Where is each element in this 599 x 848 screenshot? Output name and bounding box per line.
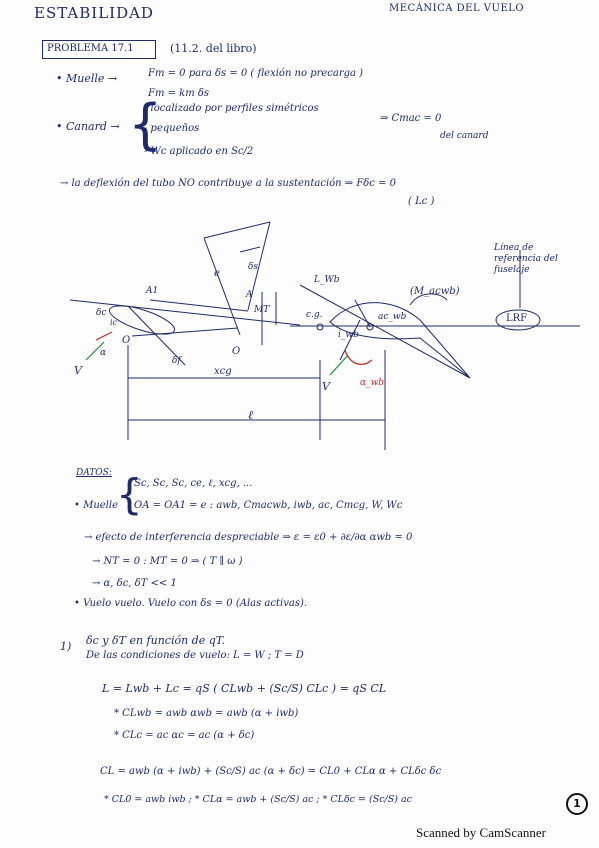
part1-eq-3: * CLc = ac αc = ac (α + δc) xyxy=(114,730,255,741)
part1-eq-4: CL = awb (α + iwb) + (Sc/S) ac (α + δc) … xyxy=(100,766,442,777)
label-e: e xyxy=(214,268,220,279)
velocity-arrow-wing xyxy=(329,354,349,376)
problem-label: PROBLEMA 17.1 xyxy=(47,43,134,54)
wing-chord xyxy=(299,284,471,379)
label-linea-referencia: Línea de referencia del fuselaje xyxy=(494,243,558,275)
label-alpha-wb: α_wb xyxy=(360,378,385,388)
muelle-line-2: Fm = km δs xyxy=(148,88,210,99)
datos-label: DATOS: xyxy=(76,468,112,478)
canard-result-sub: del canard xyxy=(440,131,489,141)
part1-eq-2: * CLwb = awb αwb = awb (α + iwb) xyxy=(114,708,299,719)
alpha-arc xyxy=(344,349,373,365)
part1-eq-5: * CL0 = awb iwb ; * CLα = awb + (Sc/S) a… xyxy=(104,794,412,805)
moment-arrow xyxy=(409,293,448,306)
label-a: A xyxy=(246,290,253,300)
label-a1: A1 xyxy=(146,286,159,296)
canard-item-3: - Wc aplicado en Sc/2 xyxy=(144,146,254,157)
label-v-wing: V xyxy=(322,380,330,393)
datos-vuelo: • Vuelo vuelo. Vuelo con δs = 0 (Alas ac… xyxy=(74,598,308,609)
muelle-label: • Muelle → xyxy=(56,72,118,85)
label-delta-f: δf xyxy=(172,356,181,366)
problem-label-box: PROBLEMA 17.1 xyxy=(42,40,156,59)
ac-point xyxy=(366,323,374,331)
label-cg: c.g. xyxy=(306,310,323,320)
part1-number: 1) xyxy=(60,640,72,653)
datos-efecto: → efecto de interferencia despreciable ⇒… xyxy=(84,532,413,543)
label-ic: ic xyxy=(110,318,118,327)
canard-airfoil xyxy=(109,305,175,335)
arm-ds xyxy=(203,237,241,336)
label-macwb: (M_acwb) xyxy=(410,286,460,297)
arm-oa1 xyxy=(149,299,249,312)
label-o-left: O xyxy=(122,335,131,346)
label-xcg: xcg xyxy=(214,366,232,377)
canard-item-1: - localizado por perfiles simétricos xyxy=(144,103,319,114)
label-l: ℓ xyxy=(248,408,253,422)
label-v-canard: V xyxy=(74,364,82,377)
arm-top xyxy=(203,221,271,239)
deflexion-note: → la deflexión del tubo NO contribuye a … xyxy=(60,178,397,189)
muelle-line-1: Fm = 0 para δs = 0 ( flexión no precarga… xyxy=(148,68,364,79)
label-iwb: i_wb xyxy=(338,330,359,340)
label-delta-c: δc xyxy=(96,308,107,318)
part1-eq-1: L = Lwb + Lc = qS ( CLwb + (Sc/S) CLc ) … xyxy=(102,682,387,695)
label-mt: MT xyxy=(254,305,270,315)
label-lrf: LRF xyxy=(506,313,528,324)
label-acwb: ac_wb xyxy=(378,312,407,322)
datos-nt: → NT = 0 : MT = 0 ⇒ ( T ∥ ω ) xyxy=(92,556,243,567)
page-number: 1 xyxy=(566,793,588,815)
label-delta-s: δs xyxy=(248,262,259,272)
canard-chord xyxy=(127,305,186,366)
velocity-arrow-canard xyxy=(85,341,105,361)
label-lwb: L_Wb xyxy=(314,275,340,285)
subject-title: MECÁNICA DEL VUELO xyxy=(389,3,525,14)
canard-label: • Canard → xyxy=(56,120,120,133)
scanned-watermark: Scanned by CamScanner xyxy=(416,825,546,840)
label-alpha: α xyxy=(100,348,107,358)
page-title: ESTABILIDAD xyxy=(34,4,154,22)
arm-oa xyxy=(131,327,239,337)
datos-line-1: Sc, Sc, Sc, ce, ℓ, xcg, ... xyxy=(134,478,253,489)
canard-item-2: - pequeños xyxy=(144,123,200,134)
canard-result: ⇒ Cmac = 0 xyxy=(380,113,442,124)
arm-vertical xyxy=(247,221,271,311)
canard-brace: { xyxy=(128,93,163,156)
datos-brace: { xyxy=(116,470,143,519)
cg-point xyxy=(316,323,324,331)
datos-muelle: • Muelle xyxy=(74,500,118,511)
deflexion-sub: ( Lc ) xyxy=(408,196,435,207)
datos-small: → α, δc, δT << 1 xyxy=(92,578,177,589)
datos-line-2: OA = OA1 = e : awb, Cmacwb, iwb, ac, Cmc… xyxy=(134,500,403,511)
label-o-right: O xyxy=(232,346,241,357)
part1-line-2: De las condiciones de vuelo: L = W ; T =… xyxy=(86,650,304,661)
part1-line-1: δc y δT en función de qT. xyxy=(86,634,225,647)
lrf-ellipse xyxy=(495,309,541,331)
problem-reference: (11.2. del libro) xyxy=(170,42,257,55)
